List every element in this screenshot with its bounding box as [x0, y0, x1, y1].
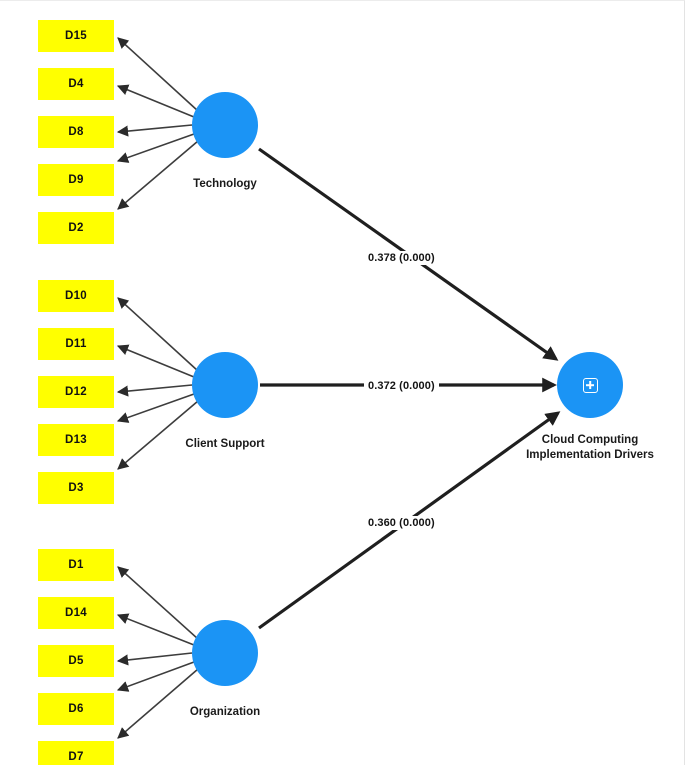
construct-label-line2: Implementation Drivers — [526, 449, 654, 461]
construct-label-client-support: Client Support — [185, 438, 265, 450]
indicator-box-d15[interactable]: D15 — [38, 20, 114, 52]
construct-cloud-computing-implementation-drivers[interactable] — [557, 352, 623, 418]
indicator-box-d14[interactable]: D14 — [38, 597, 114, 629]
indicator-box-d13[interactable]: D13 — [38, 424, 114, 456]
indicator-box-d1[interactable]: D1 — [38, 549, 114, 581]
indicator-box-d9[interactable]: D9 — [38, 164, 114, 196]
indicator-box-d5[interactable]: D5 — [38, 645, 114, 677]
indicator-box-d6[interactable]: D6 — [38, 693, 114, 725]
measurement-arrows-technology — [116, 37, 199, 210]
path-coefficient-client-support: 0.372 (0.000) — [364, 379, 439, 393]
construct-label-cloud-computing-implementation-drivers: Cloud Computing Implementation Drivers — [495, 433, 684, 463]
construct-label-technology: Technology — [193, 178, 257, 190]
indicator-box-d3[interactable]: D3 — [38, 472, 114, 504]
measurement-arrows-organization — [116, 566, 199, 739]
measurement-arrows-client-support — [116, 297, 199, 470]
indicator-box-d7[interactable]: D7 — [38, 741, 114, 765]
path-coefficient-organization: 0.360 (0.000) — [364, 516, 439, 530]
construct-label-organization: Organization — [189, 706, 261, 718]
indicator-box-d12[interactable]: D12 — [38, 376, 114, 408]
path-coefficient-technology: 0.378 (0.000) — [364, 251, 439, 265]
indicator-box-d11[interactable]: D11 — [38, 328, 114, 360]
construct-label-line1: Cloud Computing — [541, 434, 639, 446]
construct-technology[interactable] — [192, 92, 258, 158]
indicator-box-d2[interactable]: D2 — [38, 212, 114, 244]
indicator-box-d8[interactable]: D8 — [38, 116, 114, 148]
indicator-box-d10[interactable]: D10 — [38, 280, 114, 312]
construct-client-support[interactable] — [192, 352, 258, 418]
construct-organization[interactable] — [192, 620, 258, 686]
expand-plus-icon[interactable] — [582, 377, 598, 393]
indicator-box-d4[interactable]: D4 — [38, 68, 114, 100]
